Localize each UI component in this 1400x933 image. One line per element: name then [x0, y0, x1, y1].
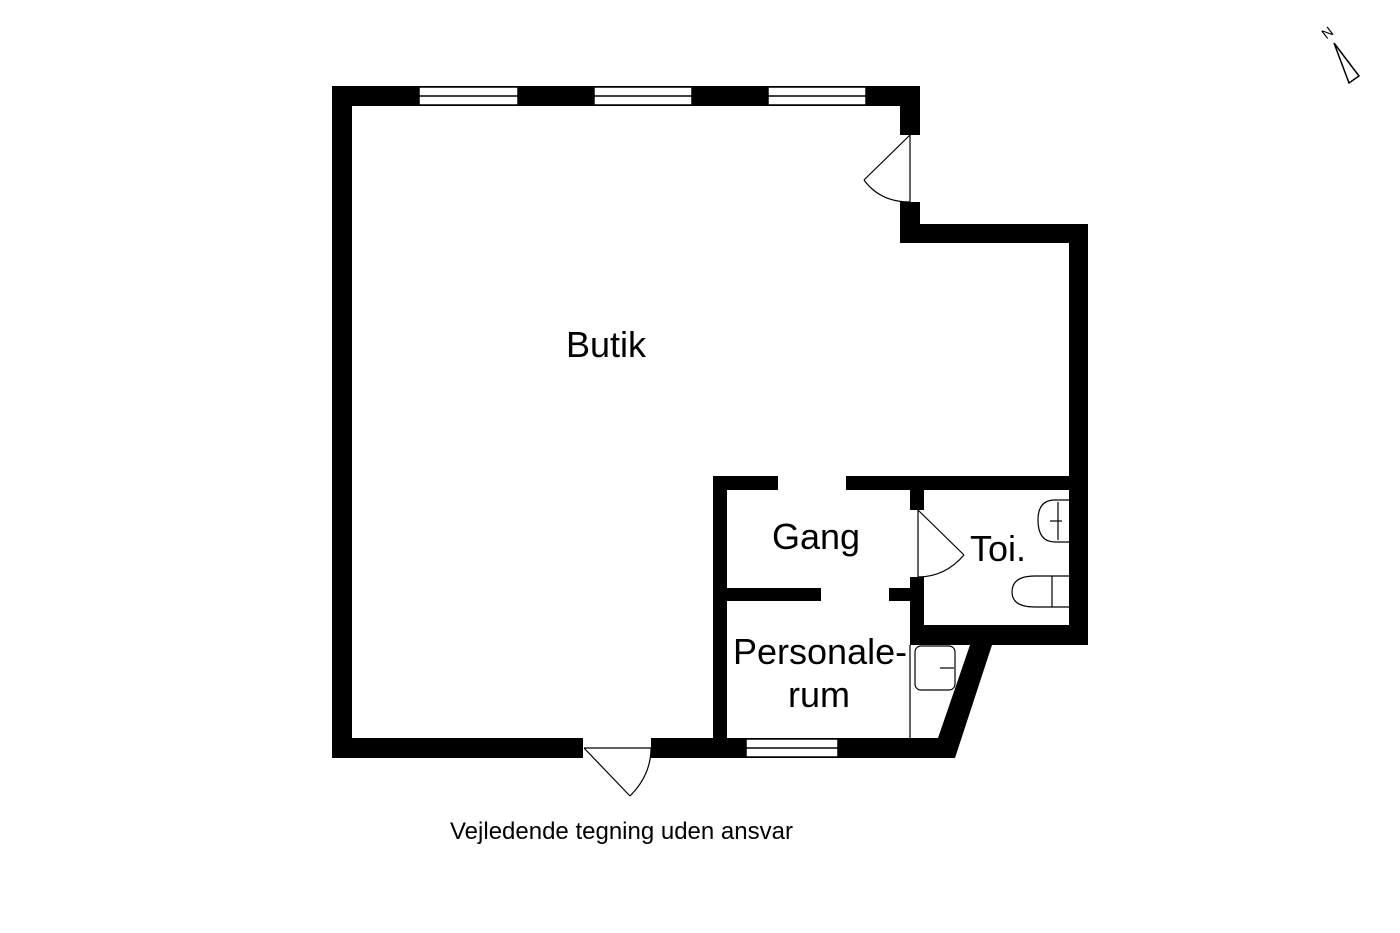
north-arrow-icon: N	[1318, 23, 1361, 85]
kitchen-sink-icon	[914, 645, 956, 691]
room-label-personale-1: Personale-	[733, 631, 908, 672]
room-label-butik: Butik	[566, 324, 647, 365]
sink-icon	[1037, 499, 1069, 543]
room-label-gang: Gang	[772, 516, 861, 557]
doors	[583, 134, 965, 797]
toilet-icon	[1011, 575, 1069, 608]
room-label-toilet: Toi.	[970, 528, 1027, 569]
svg-text:N: N	[1318, 23, 1336, 42]
fixtures	[914, 499, 1069, 691]
disclaimer: Vejledende tegning uden ansvar	[450, 818, 793, 845]
windows	[418, 86, 867, 758]
walls	[332, 86, 1088, 758]
room-label-personale-2: rum	[788, 674, 850, 715]
